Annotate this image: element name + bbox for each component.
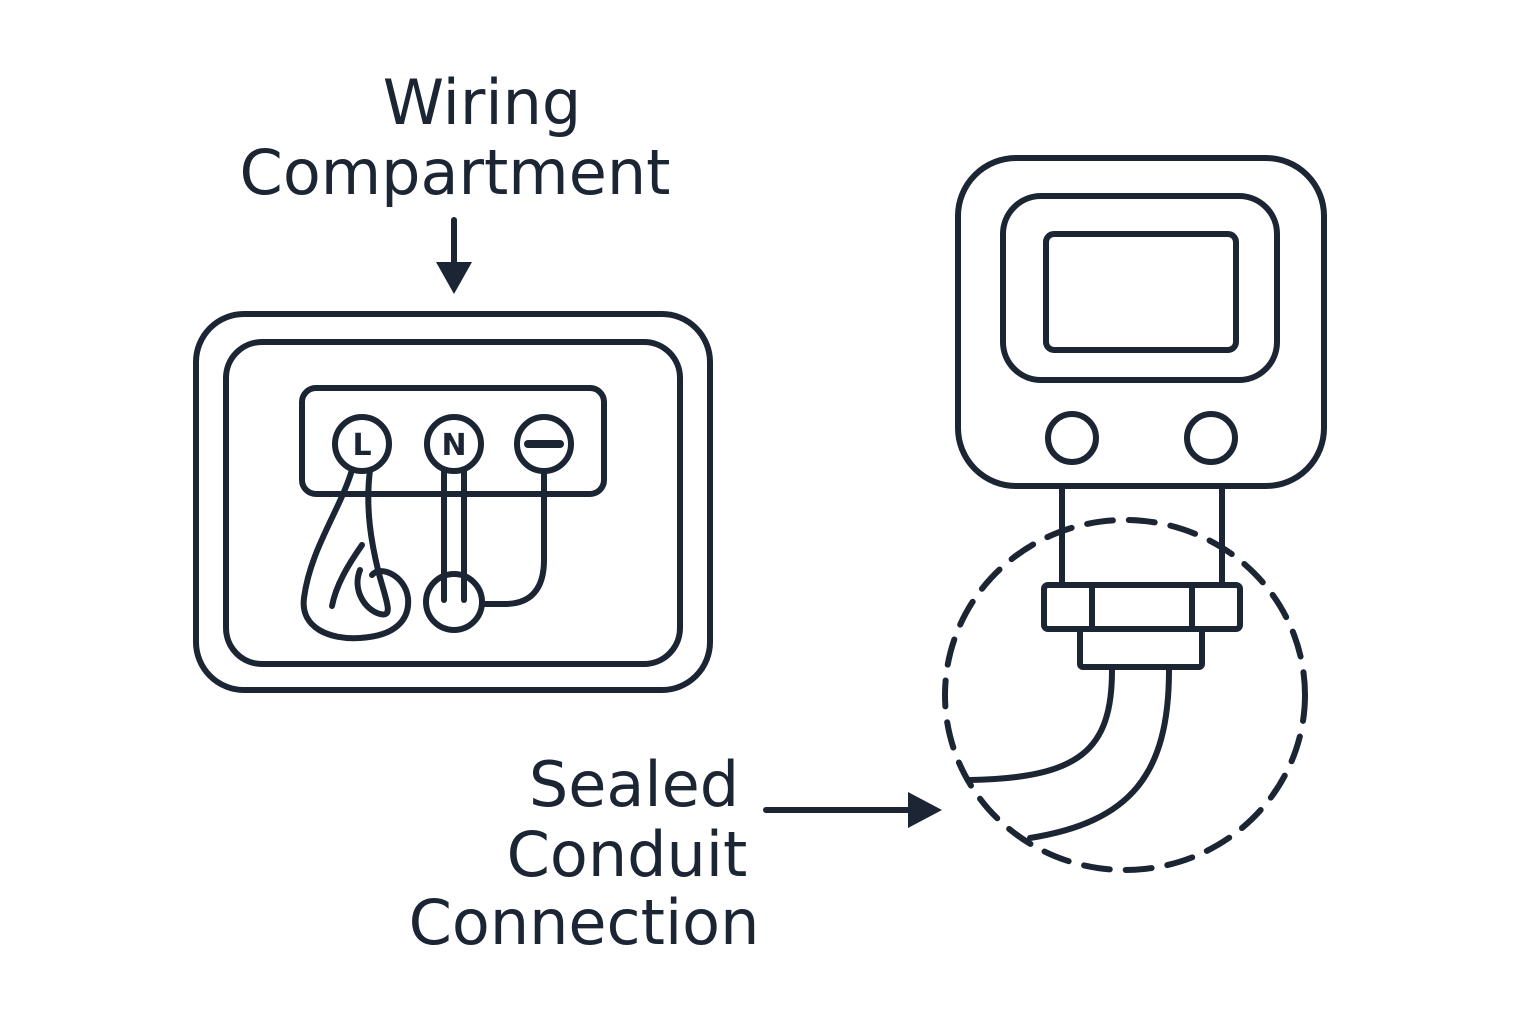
gland-nut <box>1041 582 1243 632</box>
terminal-earth <box>514 414 574 474</box>
sealed-conduit-connection-label: Sealed Conduit Connection <box>409 748 760 959</box>
sealed-conduit-label-line-1: Sealed <box>529 748 739 821</box>
terminal-neutral: N <box>424 414 484 474</box>
compartment-inner-frame <box>223 339 683 667</box>
earth-wire <box>479 468 547 607</box>
sealed-conduit-label-line-2: Conduit <box>507 818 748 891</box>
terminal-live: L <box>332 414 392 474</box>
terminal-live-label: L <box>352 428 371 463</box>
gland-body <box>1077 626 1205 670</box>
wiring-compartment: L N <box>193 311 713 693</box>
device-housing <box>955 155 1327 489</box>
terminal-neutral-label: N <box>441 428 466 463</box>
display-bezel <box>1000 193 1280 383</box>
device-button-right <box>1184 411 1238 465</box>
conduit-cable <box>967 667 1172 841</box>
wiring-compartment-label: Wiring Compartment <box>240 66 671 209</box>
neutral-wire <box>423 467 485 633</box>
sealed-connection-highlight <box>942 517 1308 873</box>
live-wire <box>300 467 412 642</box>
sealed-conduit-arrow <box>763 792 942 828</box>
wiring-compartment-label-line-2: Compartment <box>240 136 671 209</box>
device-enclosure <box>942 155 1327 873</box>
compartment-outer-frame <box>193 311 713 693</box>
wiring-compartment-arrow <box>436 217 472 294</box>
device-button-left <box>1045 411 1099 465</box>
terminal-block <box>299 385 607 497</box>
sealed-conduit-label-line-3: Connection <box>409 886 760 959</box>
display-screen <box>1043 231 1239 353</box>
wiring-compartment-label-line-1: Wiring <box>383 66 582 139</box>
conduit-entry <box>1041 483 1243 670</box>
